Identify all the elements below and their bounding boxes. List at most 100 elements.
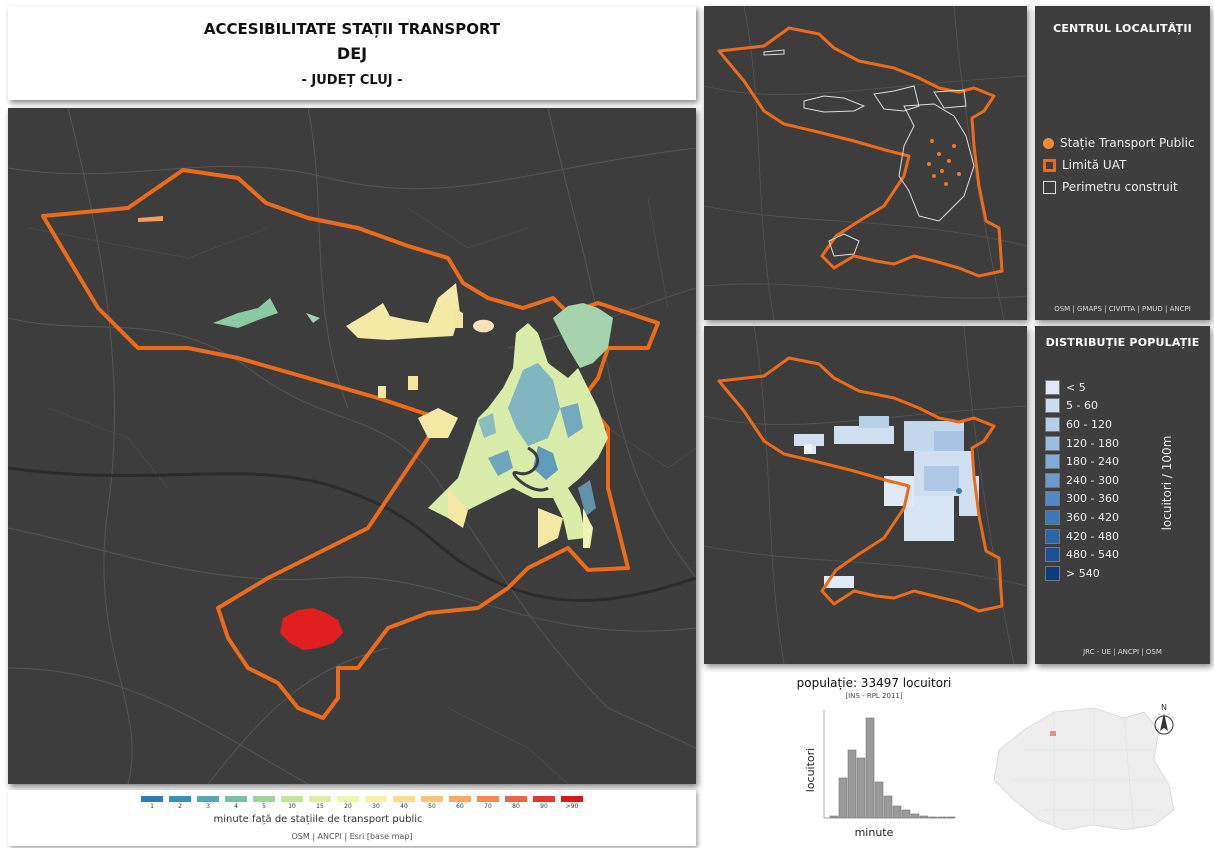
minutes-class-label: >90 bbox=[565, 803, 579, 810]
population-swatch bbox=[1045, 379, 1060, 395]
minutes-class-label: 90 bbox=[540, 803, 548, 810]
population-map[interactable] bbox=[703, 325, 1028, 665]
histogram-x-label: minute bbox=[855, 826, 894, 839]
minutes-swatch bbox=[309, 796, 331, 802]
minutes-swatch bbox=[365, 796, 387, 802]
minutes-swatch bbox=[505, 796, 527, 802]
minutes-swatch bbox=[393, 796, 415, 802]
histogram-bar bbox=[847, 749, 857, 819]
population-class: < 5 bbox=[1045, 378, 1119, 397]
minutes-swatch bbox=[225, 796, 247, 802]
histogram-bar bbox=[883, 795, 893, 819]
minutes-class-label: 5 bbox=[262, 803, 266, 810]
minutes-swatch bbox=[421, 796, 443, 802]
stations-map-canvas bbox=[703, 5, 1028, 321]
center-legend-panel: CENTRUL LOCALITĂȚII Stație Transport Pub… bbox=[1035, 6, 1210, 320]
minutes-class: 90 bbox=[530, 796, 558, 816]
minutes-swatch bbox=[449, 796, 471, 802]
minutes-class: 50 bbox=[418, 796, 446, 816]
minutes-class-label: 2 bbox=[178, 803, 182, 810]
population-class-label: > 540 bbox=[1066, 566, 1100, 580]
minutes-class-label: 3 bbox=[206, 803, 210, 810]
white-square-outline-icon bbox=[1043, 180, 1056, 194]
population-class-label: 180 - 240 bbox=[1066, 455, 1119, 469]
center-legend-source: OSM | GMAPS | CIVITTA | PMUD | ANCPI bbox=[1054, 305, 1191, 313]
legend-item-label: Limită UAT bbox=[1062, 158, 1127, 172]
minutes-class: 3 bbox=[194, 796, 222, 816]
population-class-label: 420 - 480 bbox=[1066, 529, 1119, 543]
minutes-class: 2 bbox=[166, 796, 194, 816]
population-legend-source: JRC - UE | ANCPI | OSM bbox=[1083, 648, 1162, 656]
population-swatch bbox=[1045, 454, 1060, 470]
population-class-label: 60 - 120 bbox=[1066, 417, 1112, 431]
north-arrow-icon: N bbox=[1154, 703, 1174, 735]
legend-item-label: Perimetru construit bbox=[1062, 180, 1178, 194]
population-legend-title: DISTRIBUȚIE POPULAȚIE bbox=[1045, 336, 1200, 349]
population-class-label: 120 - 180 bbox=[1066, 436, 1119, 450]
minutes-swatch bbox=[561, 796, 583, 802]
minutes-class-label: 50 bbox=[428, 803, 436, 810]
accessibility-areas bbox=[138, 216, 613, 650]
population-grid bbox=[794, 416, 979, 588]
stations-map[interactable] bbox=[703, 5, 1028, 321]
population-class: > 540 bbox=[1045, 564, 1119, 583]
minutes-class-label: 70 bbox=[484, 803, 492, 810]
population-class-label: < 5 bbox=[1066, 380, 1086, 394]
population-swatch bbox=[1045, 528, 1060, 544]
population-swatch bbox=[1045, 491, 1060, 507]
histogram-bar bbox=[856, 757, 866, 819]
population-class: 420 - 480 bbox=[1045, 527, 1119, 546]
title-box: ACCESIBILITATE STAȚII TRANSPORT DEJ - JU… bbox=[8, 6, 696, 100]
minutes-class: 5 bbox=[250, 796, 278, 816]
population-total: populație: 33497 locuitori bbox=[796, 676, 952, 690]
population-map-canvas bbox=[703, 325, 1028, 665]
histogram-bar bbox=[901, 809, 911, 819]
county-name: - JUDEȚ CLUJ - bbox=[301, 73, 403, 88]
minutes-class: 40 bbox=[390, 796, 418, 816]
minutes-class: 60 bbox=[446, 796, 474, 816]
population-class-label: 360 - 420 bbox=[1066, 510, 1119, 524]
city-name: DEJ bbox=[336, 44, 368, 63]
minutes-class: 10 bbox=[278, 796, 306, 816]
population-class: 360 - 420 bbox=[1045, 508, 1119, 527]
minutes-class: 4 bbox=[222, 796, 250, 816]
orange-square-outline-icon bbox=[1043, 158, 1056, 172]
minutes-class: 20 bbox=[334, 796, 362, 816]
population-class-label: 300 - 360 bbox=[1066, 492, 1119, 506]
minutes-class: >90 bbox=[558, 796, 586, 816]
minutes-class-label: 80 bbox=[512, 803, 520, 810]
histogram-bar bbox=[838, 777, 848, 819]
main-accessibility-map[interactable] bbox=[7, 107, 697, 785]
minutes-class: 80 bbox=[502, 796, 530, 816]
minutes-swatch bbox=[169, 796, 191, 802]
map-title: ACCESIBILITATE STAȚII TRANSPORT bbox=[203, 20, 501, 38]
minutes-class-label: 10 bbox=[288, 803, 296, 810]
population-swatch bbox=[1045, 398, 1060, 414]
population-class: 5 - 60 bbox=[1045, 397, 1119, 416]
histogram-bar bbox=[874, 781, 884, 819]
info-panel: populație: 33497 locuitori [INS - RPL 20… bbox=[704, 672, 1210, 846]
population-histogram: minute locuitori bbox=[804, 710, 956, 839]
minutes-swatch bbox=[197, 796, 219, 802]
legend-item-uat-limit: Limită UAT bbox=[1043, 154, 1195, 176]
population-class: 120 - 180 bbox=[1045, 434, 1119, 453]
minutes-swatch bbox=[141, 796, 163, 802]
main-map-canvas bbox=[7, 107, 697, 785]
population-class: 300 - 360 bbox=[1045, 490, 1119, 509]
histogram-y-label: locuitori bbox=[804, 748, 817, 792]
minutes-class: 70 bbox=[474, 796, 502, 816]
legend-item-station: Stație Transport Public bbox=[1043, 132, 1195, 154]
population-class-label: 480 - 540 bbox=[1066, 548, 1119, 562]
minutes-swatch bbox=[253, 796, 275, 802]
population-source: [INS - RPL 2011] bbox=[845, 692, 903, 700]
population-swatch bbox=[1045, 416, 1060, 432]
romania-location-map: N bbox=[993, 703, 1175, 831]
population-swatch bbox=[1045, 435, 1060, 451]
minutes-class: 1 bbox=[138, 796, 166, 816]
population-class: 480 - 540 bbox=[1045, 545, 1119, 564]
legend-item-label: Stație Transport Public bbox=[1060, 136, 1195, 150]
population-axis-label: locuitori / 100m bbox=[1160, 435, 1174, 531]
